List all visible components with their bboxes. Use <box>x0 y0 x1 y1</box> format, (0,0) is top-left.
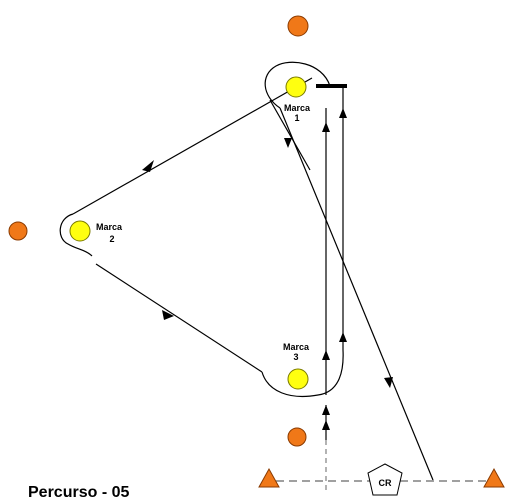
orange-buoy-bottom <box>287 427 307 447</box>
orange-buoy-left <box>8 221 28 241</box>
loop-mark-1 <box>264 61 331 109</box>
arrow-diag-2 <box>384 377 393 388</box>
arrow-up-left-1 <box>322 122 330 132</box>
mark-2-number: 2 <box>109 234 114 244</box>
leg-mark2-to-mark3 <box>95 263 263 373</box>
course-title: Percurso - 05 <box>28 484 129 500</box>
loop-mark-1-tail <box>269 99 311 171</box>
committee-boat-label: CR <box>379 478 392 488</box>
leg-mark1-to-mark2 <box>72 77 313 215</box>
arrow-up-right-2 <box>339 332 347 342</box>
start-triangle-left <box>258 467 280 488</box>
arrow-leg-1-2 <box>142 160 154 172</box>
mark-1-name: Marca <box>284 103 311 113</box>
arrow-start-1 <box>322 405 330 415</box>
mark-1-buoy <box>285 76 307 98</box>
mark-2-name: Marca <box>96 222 123 232</box>
mark-2-buoy <box>69 220 91 242</box>
arrow-start-2 <box>322 420 330 430</box>
mark-3-number: 3 <box>293 352 298 362</box>
mark-3-buoy <box>287 368 309 390</box>
committee-boat <box>367 463 403 496</box>
arrow-up-right-1 <box>339 108 347 118</box>
arrow-leg-2-3 <box>162 310 174 320</box>
orange-buoy-top <box>287 15 309 37</box>
arrow-up-left-2 <box>322 350 330 360</box>
arrow-diag-1 <box>284 138 292 148</box>
mark-1-number: 1 <box>294 113 299 123</box>
leg-mark1-to-gate <box>279 107 434 481</box>
loop-mark-3 <box>261 349 344 398</box>
start-triangle-right <box>483 467 505 488</box>
loop-mark-2 <box>59 213 93 257</box>
mark-3-name: Marca <box>283 342 310 352</box>
